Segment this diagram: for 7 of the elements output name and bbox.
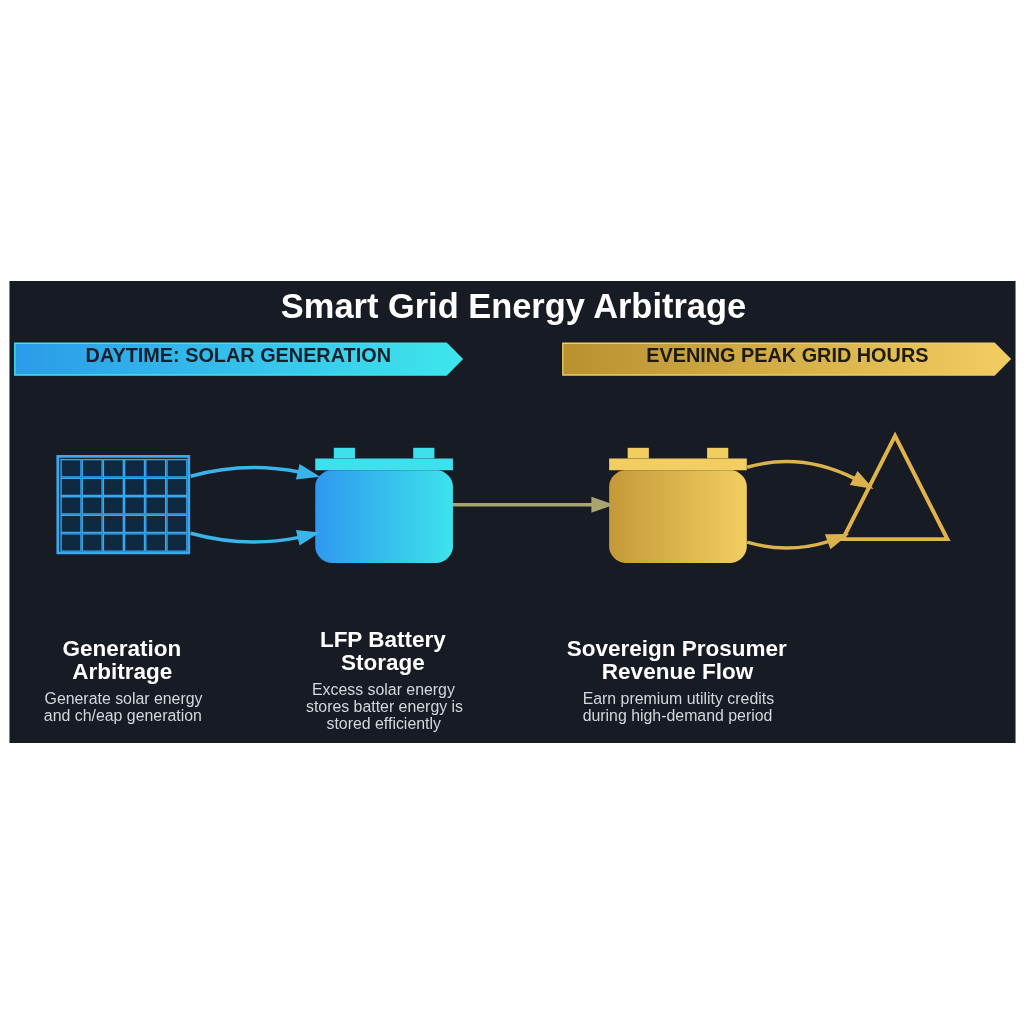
node-label: LFP Battery Storage xyxy=(319,627,446,675)
node-label: Earn premium utility credits during high-demand period xyxy=(582,690,774,725)
node-label: Generate solar energy and ch/eap generation xyxy=(43,690,203,725)
diagram-title: Smart Grid Energy Arbitrage xyxy=(280,286,746,325)
node-label: Sovereign Prosumer Revenue Flow xyxy=(566,636,787,684)
node-label: Generation Arbitrage xyxy=(61,636,181,684)
node-label: Excess solar energy stores batter energy is stored efficiently xyxy=(305,680,463,733)
